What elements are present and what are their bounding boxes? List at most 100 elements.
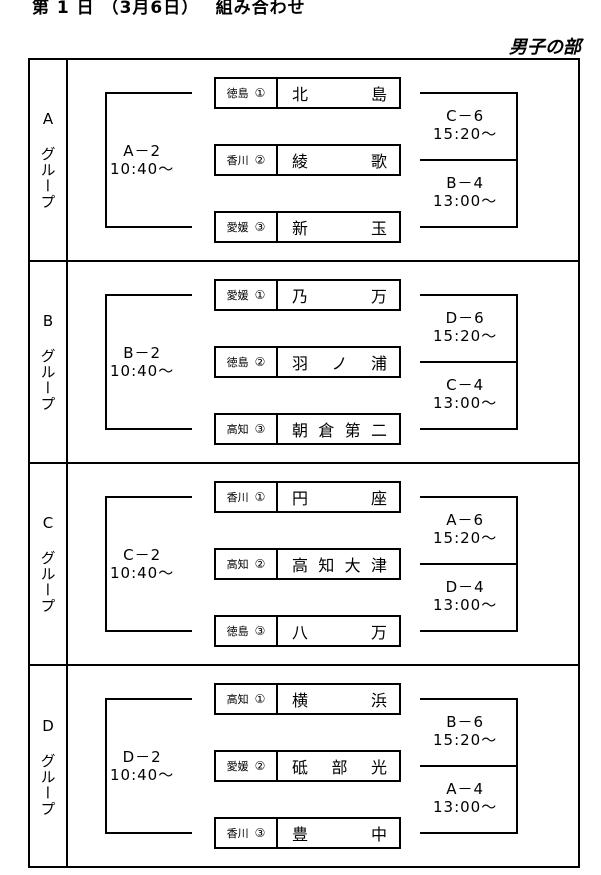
team-name: 八万 — [292, 619, 387, 643]
bracket-line — [105, 92, 107, 228]
group-word: グループ — [38, 550, 57, 614]
prefecture: 香川 — [226, 491, 249, 504]
seed-number: ① — [254, 490, 266, 504]
team-name-char: 知 — [318, 556, 335, 575]
team-name-char: 朝 — [292, 421, 309, 440]
seed-number: ② — [254, 557, 266, 571]
team-name: 横浜 — [292, 687, 387, 711]
bracket-line — [420, 832, 518, 834]
match-code: B－2 — [123, 344, 162, 362]
team-name-char: 島 — [370, 85, 387, 104]
team-name: 綾歌 — [292, 148, 387, 172]
team-name-char: 綾 — [292, 152, 309, 171]
bracket-line — [420, 698, 518, 700]
team-name-char: 横 — [292, 691, 309, 710]
team-name-char: 乃 — [292, 287, 309, 306]
bracket-line — [420, 92, 518, 94]
bracket-line — [105, 294, 107, 430]
match-time: 13:00～ — [433, 192, 498, 210]
match-time: 10:40～ — [110, 362, 175, 380]
team-name: 砥部光 — [292, 754, 387, 778]
team-name-char: ノ — [331, 354, 348, 373]
team-prefecture-cell: 徳島 ① — [216, 79, 278, 107]
prefecture: 高知 — [226, 423, 249, 436]
team-name-cell: 豊中 — [278, 819, 399, 847]
bracket-line — [516, 496, 518, 632]
match-time: 13:00～ — [433, 596, 498, 614]
bracket-line — [105, 698, 192, 700]
bracket-line — [105, 698, 107, 834]
bracket-line — [105, 496, 107, 632]
team-name-char: 部 — [331, 758, 348, 777]
group-word: グループ — [38, 348, 57, 412]
team-name: 豊中 — [292, 821, 387, 845]
match-time: 15:20～ — [433, 327, 498, 345]
team-box: 高知 ③ 朝倉第二 — [214, 413, 401, 445]
team-name-char: 中 — [370, 825, 387, 844]
prefecture: 高知 — [226, 558, 249, 571]
seed-number: ② — [254, 153, 266, 167]
bracket-line — [105, 294, 192, 296]
match-code: B－4 — [446, 174, 485, 192]
prefecture: 愛媛 — [226, 289, 249, 302]
bracket-line — [420, 361, 518, 363]
team-prefecture-cell: 高知 ② — [216, 550, 278, 578]
prefecture: 徳島 — [226, 356, 249, 369]
prefecture: 徳島 — [226, 87, 249, 100]
bracket-line — [420, 226, 518, 228]
team-name-cell: 綾歌 — [278, 146, 399, 174]
team-name-char: 津 — [370, 556, 387, 575]
team-name-cell: 横浜 — [278, 685, 399, 713]
team-name-char: 万 — [370, 623, 387, 642]
team-name-char: 倉 — [318, 421, 335, 440]
prefecture: 愛媛 — [226, 221, 249, 234]
match-time: 10:40～ — [110, 160, 175, 178]
match-code: C－2 — [123, 546, 162, 564]
seed-number: ③ — [254, 624, 266, 638]
team-name: 乃万 — [292, 283, 387, 307]
group-label: B グループ — [30, 262, 68, 462]
team-name-char: 高 — [292, 556, 309, 575]
team-name-char: 光 — [370, 758, 387, 777]
seed-number: ① — [254, 692, 266, 706]
match-code: A－2 — [123, 142, 162, 160]
team-name: 羽ノ浦 — [292, 350, 387, 374]
bracket-line — [420, 630, 518, 632]
team-name-char: 玉 — [370, 219, 387, 238]
bracket-line — [420, 428, 518, 430]
team-name-char: 豊 — [292, 825, 309, 844]
seed-number: ③ — [254, 422, 266, 436]
prefecture: 高知 — [226, 693, 249, 706]
division-label: 男子の部 — [509, 37, 581, 58]
match-code: C－6 — [446, 107, 485, 125]
team-name-char: 円 — [292, 489, 309, 508]
team-name-char: 浦 — [370, 354, 387, 373]
group-letter: B — [42, 312, 54, 330]
seed-number: ① — [254, 288, 266, 302]
team-name-cell: 朝倉第二 — [278, 415, 399, 443]
team-name-char: 砥 — [292, 758, 309, 777]
seed-number: ① — [254, 86, 266, 100]
team-name-char: 歌 — [370, 152, 387, 171]
match-time: 13:00～ — [433, 394, 498, 412]
match-time: 13:00～ — [433, 798, 498, 816]
team-prefecture-cell: 愛媛 ① — [216, 281, 278, 309]
bracket-line — [105, 496, 192, 498]
team-prefecture-cell: 高知 ① — [216, 685, 278, 713]
bracket-line — [105, 832, 192, 834]
seed-number: ③ — [254, 826, 266, 840]
